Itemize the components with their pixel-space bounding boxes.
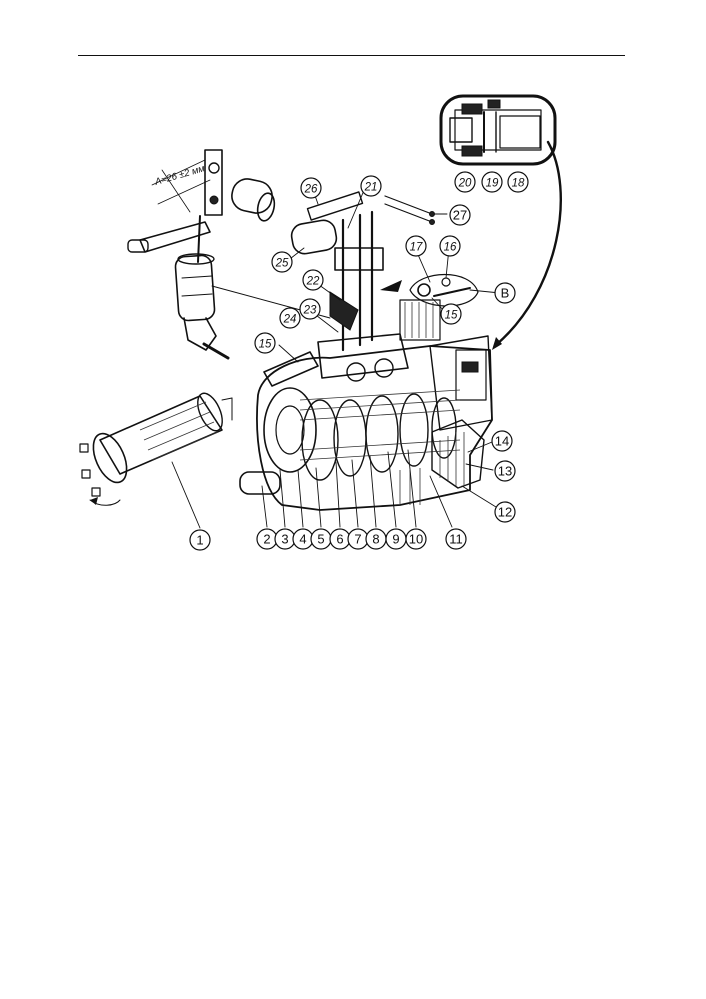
callout-number: 16 xyxy=(444,242,457,254)
inset-detail xyxy=(439,94,557,166)
callout-circle xyxy=(494,501,516,523)
arrowhead xyxy=(492,337,502,350)
callout-number: 15 xyxy=(445,310,458,322)
callout-number: 9 xyxy=(392,532,399,547)
callout-c23: 23 xyxy=(299,298,321,320)
callout-number: 4 xyxy=(299,532,306,547)
callout-circle xyxy=(494,460,516,482)
callout-c15a: 15 xyxy=(254,332,276,354)
callout-c13: 13 xyxy=(494,460,516,482)
callout-c9: 9 xyxy=(385,528,407,550)
callout-number: B xyxy=(501,286,510,301)
callout-number: 27 xyxy=(453,208,467,223)
callout-number: 23 xyxy=(303,305,317,317)
callout-circle xyxy=(449,204,471,226)
callout-number: 6 xyxy=(336,532,343,547)
callout-number: 11 xyxy=(449,532,463,547)
callout-circle xyxy=(445,528,467,550)
callout-circle xyxy=(302,269,324,291)
callout-circle xyxy=(507,171,529,193)
callout-number: 20 xyxy=(458,178,472,190)
callout-number: 13 xyxy=(498,464,512,479)
gearbox-illustration xyxy=(79,94,562,529)
callout-number: 8 xyxy=(372,532,379,547)
shift-lever-detail xyxy=(127,149,276,263)
callout-number: 1 xyxy=(196,533,203,548)
callout-c27: 27 xyxy=(449,204,471,226)
callout-number: 12 xyxy=(498,505,512,520)
gearbox-housing xyxy=(239,299,493,511)
callout-circle xyxy=(491,430,513,452)
callout-c25: 25 xyxy=(271,251,293,273)
dimension-annotation: A=26 ±2 мм xyxy=(153,163,207,188)
callout-number: 5 xyxy=(317,532,324,547)
callout-number: 14 xyxy=(495,434,509,449)
callout-c8: 8 xyxy=(365,528,387,550)
callout-c4: 4 xyxy=(292,528,314,550)
callout-circle xyxy=(299,298,321,320)
callout-number: 3 xyxy=(281,532,288,547)
callout-circle xyxy=(494,282,516,304)
callout-number: 25 xyxy=(275,258,289,270)
inset-pointer-arrow xyxy=(494,140,562,347)
callout-c16: 16 xyxy=(439,235,461,257)
callout-circle xyxy=(279,307,301,329)
callout-c15b: 15 xyxy=(440,303,462,325)
callout-c21: 21 xyxy=(360,175,382,197)
leader-lines xyxy=(171,187,501,529)
callout-number: 22 xyxy=(306,276,320,288)
callout-c18: 18 xyxy=(507,171,529,193)
callout-number: 26 xyxy=(304,184,318,196)
callout-c3: 3 xyxy=(274,528,296,550)
callout-number: 21 xyxy=(364,182,378,194)
callout-c1: 1 xyxy=(189,529,211,551)
callout-circle xyxy=(454,171,476,193)
callout-c10: 10 xyxy=(405,528,427,550)
callout-cB: B xyxy=(494,282,516,304)
callout-number: 17 xyxy=(410,242,423,254)
input-shaft-part xyxy=(79,392,233,506)
callout-c11: 11 xyxy=(445,528,467,550)
callout-circle xyxy=(254,332,276,354)
callout-c17: 17 xyxy=(405,235,427,257)
callout-number: 2 xyxy=(263,532,270,547)
callout-circle xyxy=(440,303,462,325)
callout-c24: 24 xyxy=(279,307,301,329)
callout-c6: 6 xyxy=(329,528,351,550)
callout-number: 15 xyxy=(259,339,272,351)
callout-circle xyxy=(439,235,461,257)
callout-number: 19 xyxy=(486,178,499,190)
callout-number: 7 xyxy=(354,532,361,547)
dimension-label: A=26 ±2 мм xyxy=(153,163,207,188)
callout-c12: 12 xyxy=(494,501,516,523)
header-rule xyxy=(78,55,625,56)
callout-c5: 5 xyxy=(310,528,332,550)
callout-c7: 7 xyxy=(347,528,369,550)
callout-circle xyxy=(360,175,382,197)
callout-circle xyxy=(300,177,322,199)
callout-number: 24 xyxy=(283,314,297,326)
callout-c26: 26 xyxy=(300,177,322,199)
callout-circle xyxy=(405,235,427,257)
callout-circle xyxy=(405,528,427,550)
callout-c19: 19 xyxy=(481,171,503,193)
callout-c14: 14 xyxy=(491,430,513,452)
callout-number: 18 xyxy=(512,178,525,190)
callout-circle xyxy=(481,171,503,193)
callout-c20: 20 xyxy=(454,171,476,193)
callout-number: 10 xyxy=(409,532,423,547)
callout-circle xyxy=(189,529,211,551)
callout-c2: 2 xyxy=(256,528,278,550)
callout-circle xyxy=(271,251,293,273)
callout-c22: 22 xyxy=(302,269,324,291)
